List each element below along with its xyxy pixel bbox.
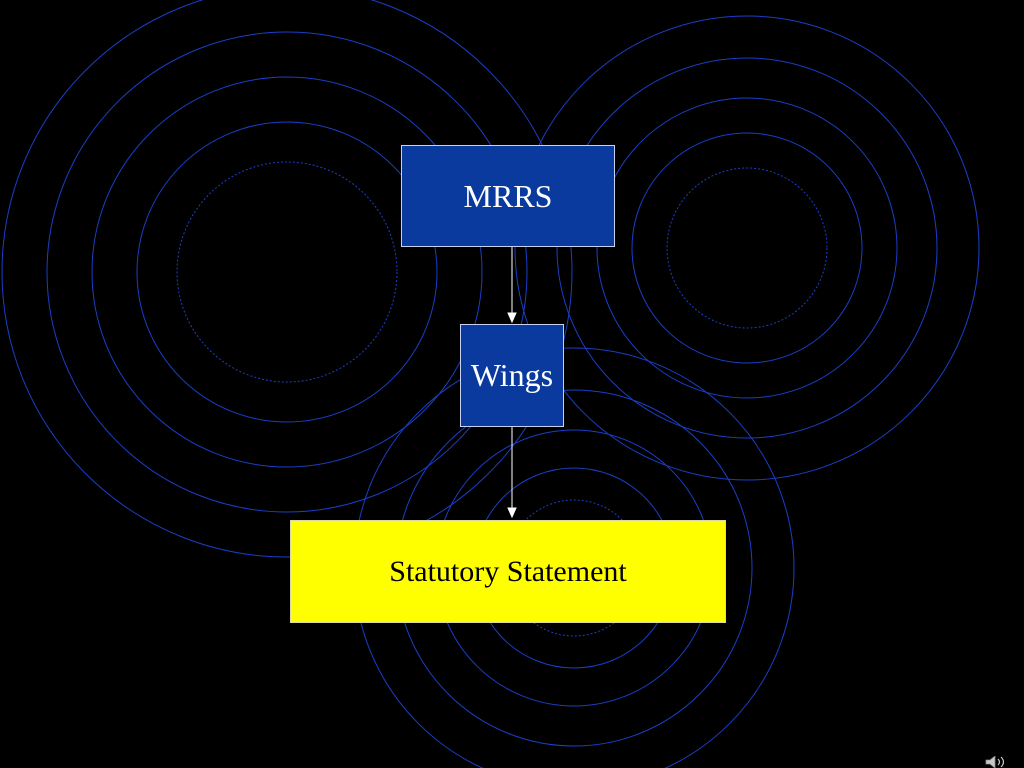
node-wings: Wings [460,324,564,427]
ring-left-2 [46,31,528,513]
ring-left-5 [176,161,398,383]
node-mrrs-label: MRRS [463,177,553,214]
ring-right-5 [666,167,828,329]
arrowhead-wings-to-statutory [507,507,517,519]
ring-right-4 [631,132,863,364]
ring-right-3 [596,97,898,399]
arrowhead-mrrs-to-wings [507,312,517,324]
ring-left-1 [1,0,573,558]
ring-left-4 [136,121,438,423]
speaker-icon[interactable] [984,756,1012,768]
node-statutory-statement-label: Statutory Statement [389,554,627,588]
node-statutory-statement: Statutory Statement [290,520,726,623]
ring-right-2 [556,57,938,439]
node-mrrs: MRRS [401,145,615,247]
ring-left-3 [91,76,483,468]
ring-right-1 [514,15,980,481]
node-wings-label: Wings [470,357,554,393]
